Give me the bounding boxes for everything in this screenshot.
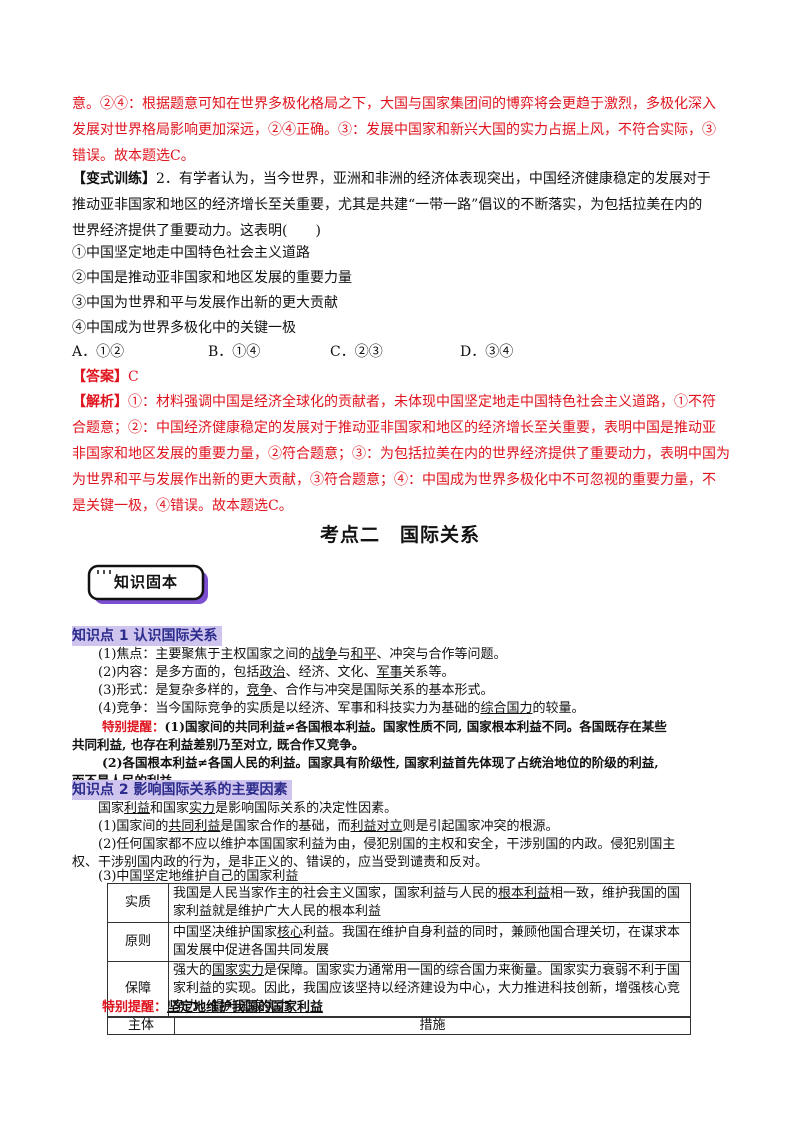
- interest-table: 实质 我国是人民当家作主的社会主义国家，国家利益与人民的根本利益相一致，维护我国…: [107, 883, 691, 1017]
- kp2-alert: 特别提醒：坚定地维护我国的国家利益: [72, 999, 692, 1017]
- row-cell: 中国坚决维护国家核心利益。我国在维护自身利益的同时，兼顾他国合理关切，在谋求本国…: [168, 922, 691, 962]
- row-head: 实质: [107, 883, 169, 923]
- answer: 【答案】C: [72, 366, 139, 388]
- kp1-alert-1: 特别提醒：(1)国家间的共同利益≠各国根本利益。国家性质不同, 国家根本利益不同…: [72, 719, 667, 752]
- statement-2: ②中国是推动亚非国家和地区发展的重要力量: [72, 270, 352, 286]
- row-cell: 强大的国家实力是保障。国家实力通常用一国的综合国力来衡量。国家实力衰弱不利于国家…: [168, 961, 691, 1017]
- question-line: 推动亚非国家和地区的经济增长至关重要，尤其是共建“一带一路”倡议的不断落实，为包…: [72, 197, 703, 213]
- row-head: 保障: [107, 961, 169, 1017]
- question-line: 世界经济提供了重要动力。这表明( ): [72, 223, 321, 239]
- measures-table: 主体 措施: [107, 1017, 691, 1035]
- row-cell: 我国是人民当家作主的社会主义国家，国家利益与人民的根本利益相一致，维护我国的国家…: [168, 883, 691, 923]
- kp1-competition: (4)竞争：当今国际竞争的实质是以经济、军事和科技实力为基础的综合国力的较量。: [98, 701, 585, 716]
- previous-analysis: 意。②④：根据题意可知在世界多极化格局之下，大国与国家集团间的博弈将会更趋于激烈…: [72, 91, 732, 169]
- knowledge-badge: 知识固本: [86, 563, 212, 607]
- analysis-line: 【解析】①：材料强调中国是经济全球化的贡献者，未体现中国坚定地走中国特色社会主义…: [72, 394, 716, 410]
- analysis-line: 为世界和平与发展作出新的更大贡献，③符合题意；④：中国成为世界多极化中不可忽视的…: [72, 472, 716, 488]
- kp2-point-2: (2)任何国家都不应以维护本国国家利益为由，侵犯别国的主权和安全，干涉别国的内政…: [72, 837, 676, 870]
- badge-frame-icon: [87, 564, 208, 604]
- statement-4: ④中国成为世界多极化中的关键一极: [72, 320, 296, 336]
- badge-label: 知识固本: [113, 573, 178, 591]
- question-tag: 【变式训练】: [72, 171, 156, 187]
- analysis-line: 非国家和地区发展的重要力量，②符合题意；③：为包括拉美在内的世界经济提供了重要动…: [72, 446, 730, 462]
- row-head: 原则: [107, 922, 169, 962]
- table-row: 原则 中国坚决维护国家核心利益。我国在维护自身利益的同时，兼顾他国合理关切，在谋…: [107, 922, 691, 962]
- kp2-point-1: (1)国家间的共同利益是国家合作的基础，而利益对立则是引起国家冲突的根源。: [98, 819, 559, 834]
- table-row: 实质 我国是人民当家作主的社会主义国家，国家利益与人民的根本利益相一致，维护我国…: [107, 883, 691, 923]
- measures-header: 措施: [174, 1017, 691, 1035]
- option-d: D．③④: [460, 344, 514, 360]
- question-line: 【变式训练】2．有学者认为，当今世界，亚洲和非洲的经济体表现突出，中国经济健康稳…: [72, 171, 711, 187]
- subject-header: 主体: [107, 1017, 175, 1035]
- question-analysis: 【解析】①：材料强调中国是经济全球化的贡献者，未体现中国坚定地走中国特色社会主义…: [72, 389, 732, 519]
- table-row: 主体 措施: [107, 1017, 691, 1035]
- option-a: A．①②: [72, 344, 125, 360]
- kp2-point-3: (3)中国坚定地维护自己的国家利益: [98, 869, 299, 884]
- kp1-form: (3)形式：是复杂多样的，竞争、合作与冲突是国际关系的基本形式。: [98, 683, 494, 698]
- option-b: B．①④: [208, 344, 261, 360]
- statement-1: ①中国坚定地走中国特色社会主义道路: [72, 245, 310, 261]
- analysis-line: 错误。故本题选C。: [72, 148, 195, 164]
- table-row: 保障 强大的国家实力是保障。国家实力通常用一国的综合国力来衡量。国家实力衰弱不利…: [107, 961, 691, 1017]
- option-c: C．②③: [330, 344, 383, 360]
- answer-tag: 【答案】: [72, 369, 128, 385]
- analysis-line: 发展对世界格局影响更加深远，②④正确。③：发展中国家和新兴大国的实力占据上风，不…: [72, 122, 716, 138]
- variant-question: 【变式训练】2．有学者认为，当今世界，亚洲和非洲的经济体表现突出，中国经济健康稳…: [72, 166, 732, 244]
- alert-label: 特别提醒：: [102, 719, 165, 734]
- analysis-line: 合题意；②：中国经济健康稳定的发展对于推动亚非国家和地区的经济增长至关重要，表明…: [72, 420, 716, 436]
- kp1-content: (2)内容：是多方面的，包括政治、经济、文化、军事关系等。: [98, 665, 455, 680]
- analysis-line: 是关键一极，④错误。故本题选C。: [72, 498, 293, 514]
- section-title: 考点二 国际关系: [319, 524, 480, 546]
- kp1-heading: 知识点 1 认识国际关系: [72, 626, 222, 646]
- kp2-heading: 知识点 2 影响国际关系的主要因素: [72, 780, 292, 800]
- kp1-focus: (1)焦点：主要聚焦于主权国家之间的战争与和平、冲突与合作等问题。: [98, 647, 507, 662]
- analysis-tag: 【解析】: [72, 394, 128, 410]
- analysis-line: 意。②④：根据题意可知在世界多极化格局之下，大国与国家集团间的博弈将会更趋于激烈…: [72, 96, 716, 112]
- kp2-decisive: 国家利益和国家实力是影响国际关系的决定性因素。: [98, 801, 398, 816]
- statement-3: ③中国为世界和平与发展作出新的更大贡献: [72, 295, 338, 311]
- answer-value: C: [128, 369, 139, 385]
- alert-label: 特别提醒：: [102, 1000, 168, 1015]
